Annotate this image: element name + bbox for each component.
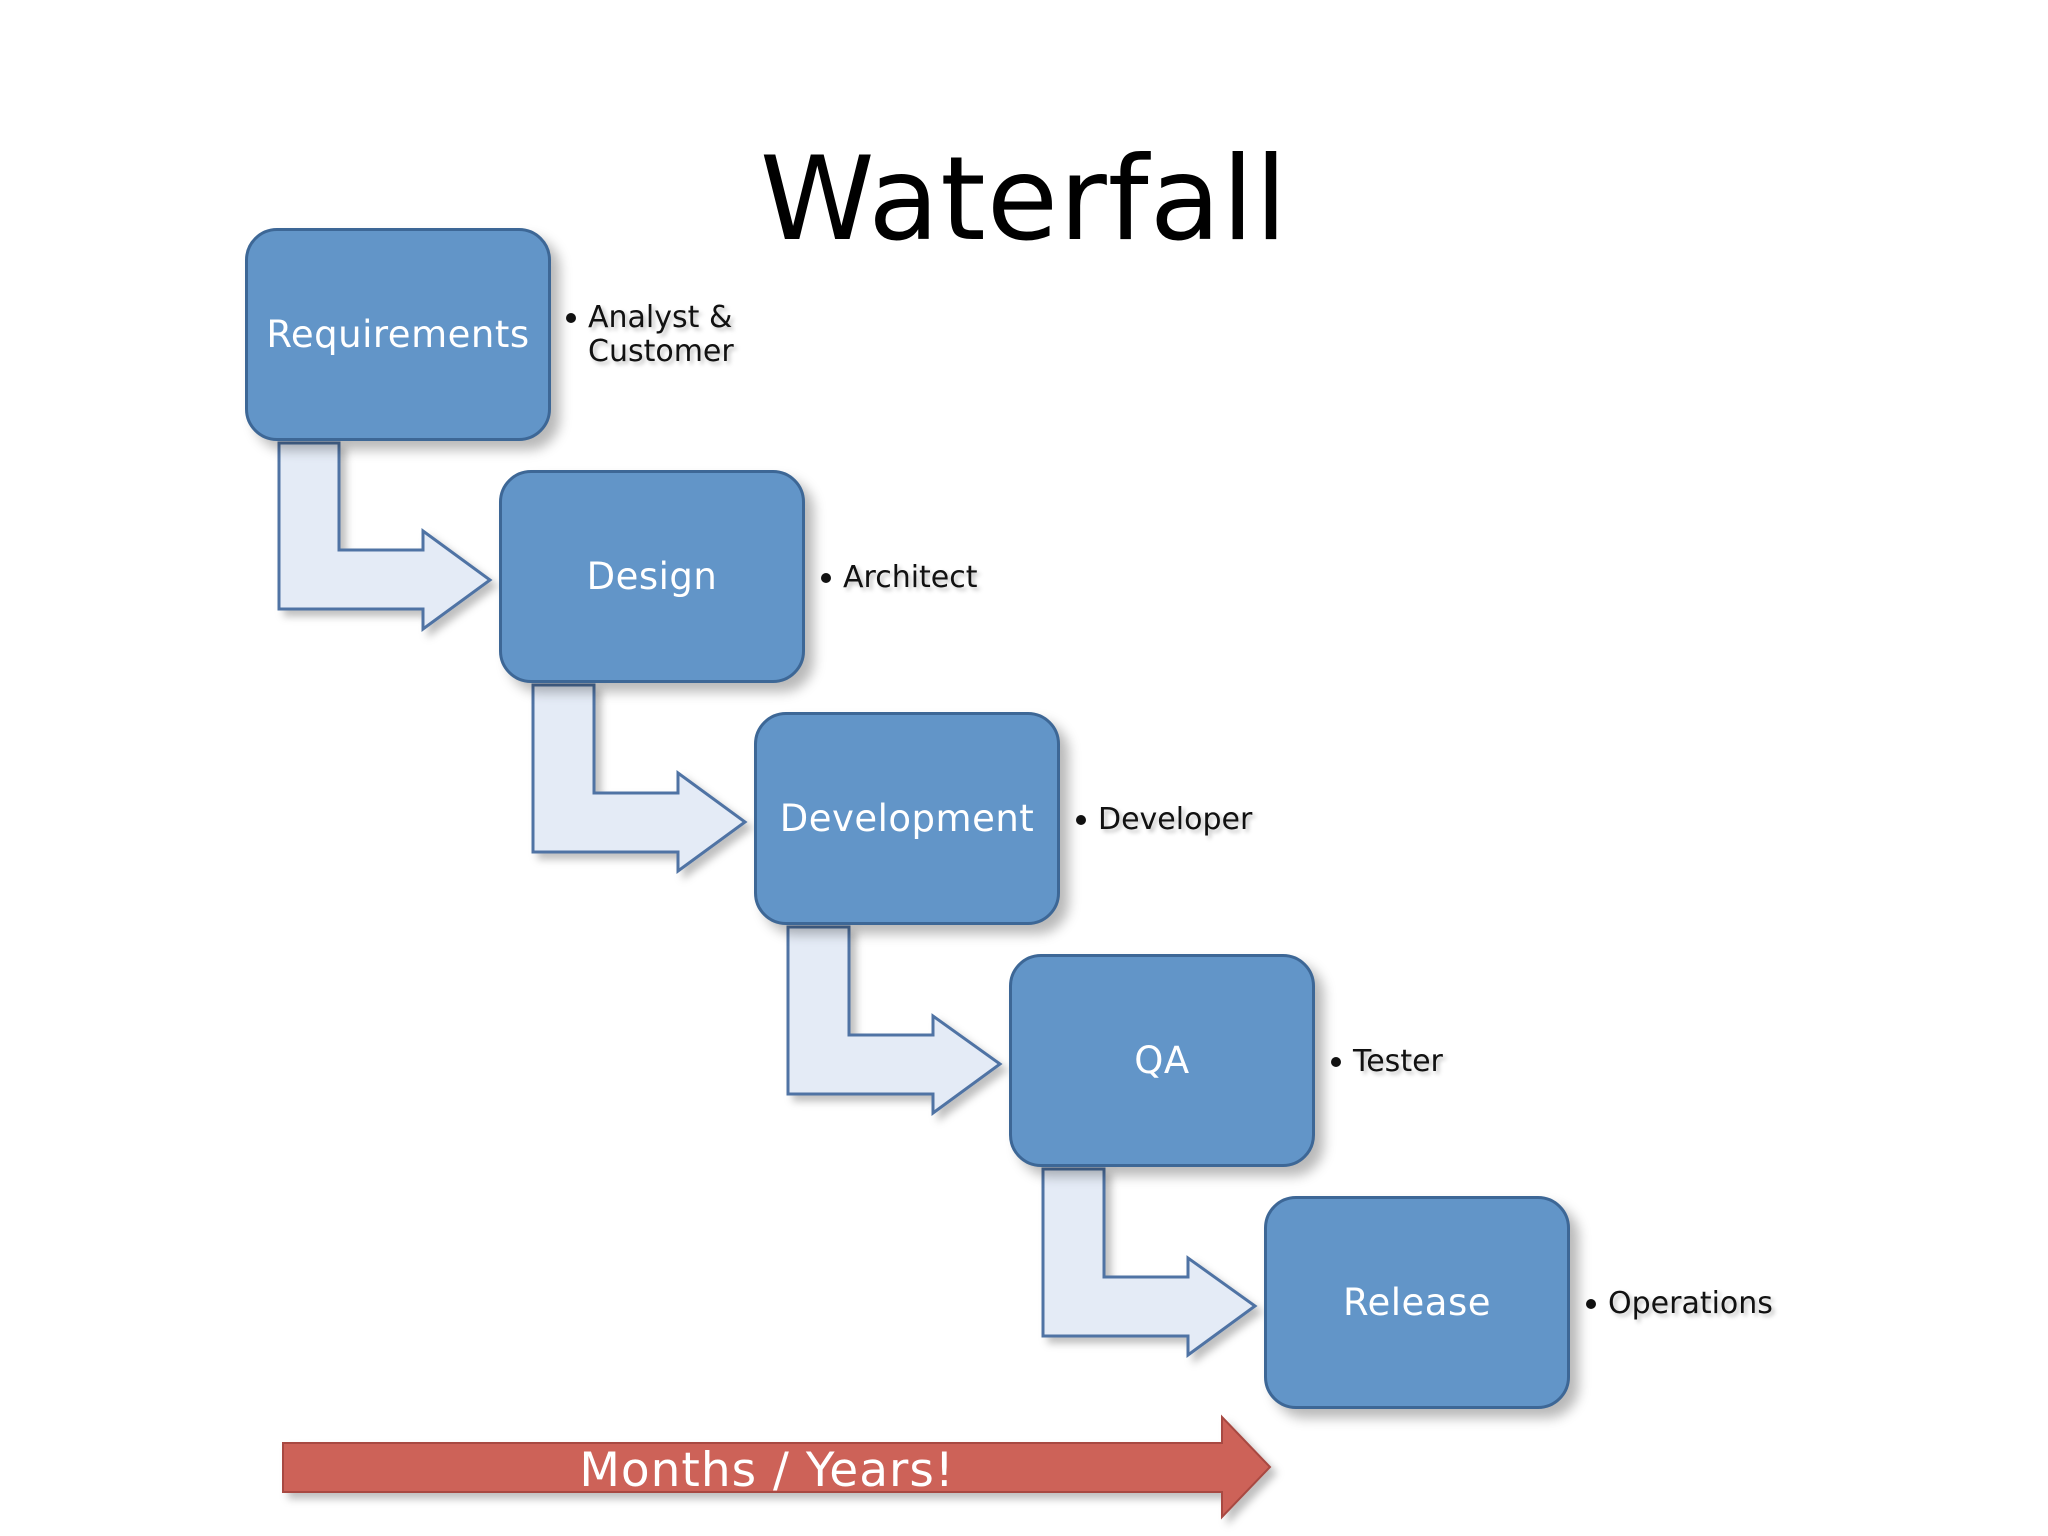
- timeline-arrow: [282, 1414, 1272, 1520]
- role-design: Architect: [821, 561, 978, 595]
- stage-label-design: Design: [586, 555, 718, 598]
- role-development: Developer: [1076, 803, 1252, 837]
- stage-box-requirements: Requirements: [245, 228, 551, 441]
- connector-arrow-design-development: [531, 683, 748, 874]
- connector-arrow-development-qa: [786, 925, 1003, 1116]
- role-qa: Tester: [1331, 1045, 1443, 1079]
- bullet-icon: [1076, 815, 1086, 825]
- bullet-icon: [821, 573, 831, 583]
- stage-label-requirements: Requirements: [266, 313, 530, 356]
- role-requirements: Analyst & Customer: [566, 301, 734, 369]
- connector-arrow-qa-release: [1041, 1167, 1258, 1358]
- role-text-development: Developer: [1098, 802, 1253, 837]
- bullet-icon: [1331, 1057, 1341, 1067]
- stage-label-release: Release: [1342, 1281, 1492, 1324]
- bullet-icon: [1586, 1299, 1596, 1309]
- stage-label-development: Development: [779, 797, 1035, 840]
- stage-box-release: Release: [1264, 1196, 1570, 1409]
- timeline-label: Months / Years!: [579, 1443, 955, 1498]
- role-text-release: Operations: [1608, 1286, 1773, 1321]
- stage-box-qa: QA: [1009, 954, 1315, 1167]
- stage-label-qa: QA: [1134, 1039, 1190, 1082]
- stage-box-design: Design: [499, 470, 805, 683]
- connector-arrow-requirements-design: [277, 441, 493, 632]
- role-release: Operations: [1586, 1287, 1773, 1321]
- role-text-qa: Tester: [1353, 1044, 1443, 1079]
- role-text-design: Architect: [843, 560, 978, 595]
- role-text-requirements: Analyst & Customer: [588, 300, 734, 369]
- bullet-icon: [566, 313, 576, 323]
- stage-box-development: Development: [754, 712, 1060, 925]
- slide-title: Waterfall: [759, 132, 1289, 267]
